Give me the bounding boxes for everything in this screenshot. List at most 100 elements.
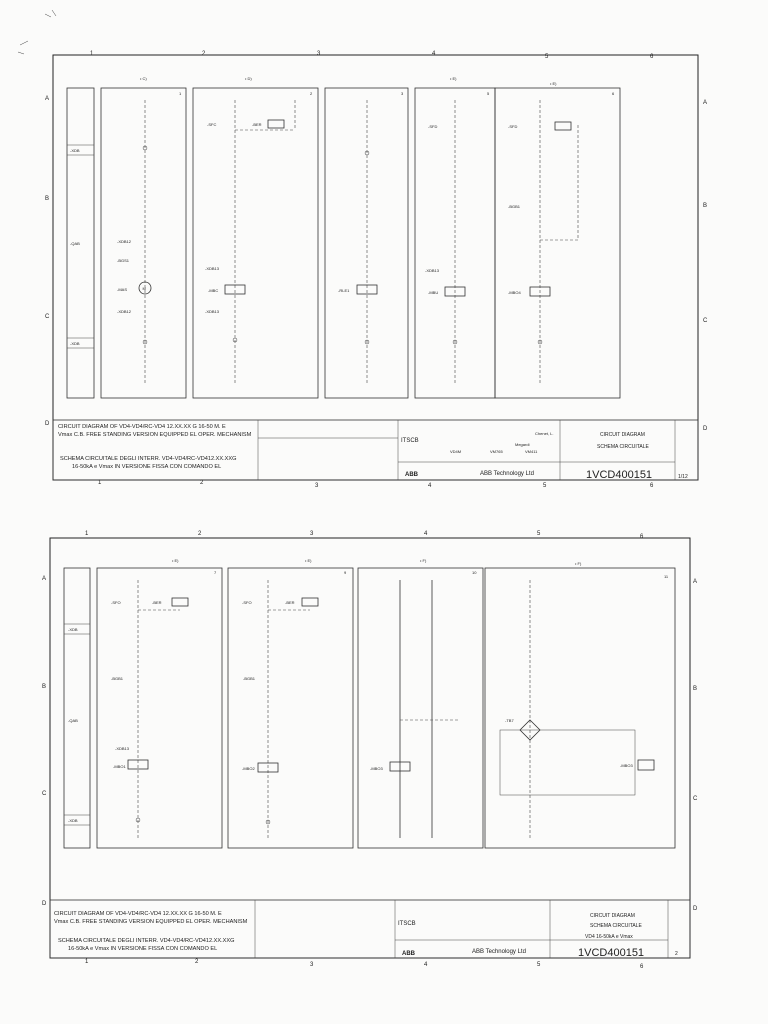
svg-text:-MBO2: -MBO2	[242, 766, 255, 771]
svg-text:3: 3	[310, 531, 314, 537]
svg-text:-MAS: -MAS	[117, 287, 127, 292]
svg-text:2: 2	[195, 959, 199, 965]
svg-text:• E): • E)	[550, 81, 557, 86]
svg-text:5: 5	[487, 91, 490, 96]
svg-text:• F): • F)	[420, 558, 427, 563]
svg-text:A: A	[42, 576, 46, 582]
panel-7: • E) 7 -SFO -BER -BGB1 -XDB13 -MBO1	[96, 558, 223, 849]
svg-text:2: 2	[198, 531, 202, 537]
svg-text:-SFO: -SFO	[111, 600, 121, 605]
sheet-2: 1 2 3 4 5 6 A B C D A B C D -XDB -QAB -X…	[42, 531, 698, 970]
svg-text:VD4M: VD4M	[450, 449, 461, 454]
svg-text:SCHEMA CIRCUITALE: SCHEMA CIRCUITALE	[590, 923, 643, 929]
svg-text:D: D	[42, 901, 47, 907]
svg-text:-XDB13: -XDB13	[425, 268, 440, 273]
svg-text:16-50kA e Vmax IN VERSIONE FIS: 16-50kA e Vmax IN VERSIONE FISSA CON COM…	[72, 464, 221, 470]
svg-text:-XDB13: -XDB13	[115, 746, 130, 751]
svg-text:C: C	[42, 791, 47, 797]
svg-text:-MBO4: -MBO4	[508, 290, 521, 295]
svg-text:11: 11	[664, 574, 669, 579]
svg-text:6: 6	[650, 54, 654, 60]
svg-text:• F): • F)	[575, 561, 582, 566]
svg-text:1VCD400151: 1VCD400151	[586, 469, 652, 481]
sheet-2-side-box	[63, 567, 91, 849]
svg-text:1/12: 1/12	[678, 474, 688, 480]
panel-11: • F) 11 -TB7 -MBO3	[484, 561, 676, 849]
svg-text:4: 4	[432, 51, 436, 57]
svg-text:-BGB1: -BGB1	[508, 204, 521, 209]
svg-text:ITSCB: ITSCB	[401, 438, 419, 444]
svg-text:VM411: VM411	[525, 449, 538, 454]
sheet-1-side-box	[66, 87, 95, 399]
svg-text:• E): • E)	[305, 558, 312, 563]
side-label-qab: -QAB	[70, 241, 80, 246]
svg-text:A: A	[693, 579, 697, 585]
svg-text:-XDB13: -XDB13	[205, 309, 220, 314]
svg-text:2: 2	[202, 51, 206, 57]
svg-text:CIRCUIT DIAGRAM OF VD4-VD4/RC-: CIRCUIT DIAGRAM OF VD4-VD4/RC-VD4 12.XX.…	[54, 911, 222, 917]
svg-text:D: D	[693, 906, 698, 912]
svg-text:A: A	[703, 100, 707, 106]
svg-text:3: 3	[401, 91, 404, 96]
svg-text:-BER: -BER	[252, 122, 262, 127]
svg-text:Vmax C.B. FREE STANDING VERSIO: Vmax C.B. FREE STANDING VERSION EQUIPPED…	[54, 919, 248, 925]
svg-text:VD4 16-50kA e Vmax: VD4 16-50kA e Vmax	[585, 934, 633, 940]
svg-text:-SFC: -SFC	[207, 122, 216, 127]
svg-text:C: C	[693, 796, 698, 802]
svg-text:B: B	[45, 196, 49, 202]
panel-1: • C) 1 M -XDB12 -BGS1 -MAS -XDB12	[100, 76, 187, 399]
panel-6: • E) 6 -SFD -BGB1 -MBO4	[494, 81, 621, 399]
svg-text:1: 1	[85, 531, 89, 537]
svg-text:• E): • E)	[450, 76, 457, 81]
svg-text:M: M	[143, 286, 146, 291]
sheet-1-bottom-column-numbers: 1 2 3 4 5 6	[98, 480, 654, 489]
svg-text:B: B	[693, 686, 697, 692]
sheet-1-title-block: CIRCUIT DIAGRAM OF VD4-VD4/RC-VD4 12.XX.…	[52, 419, 699, 481]
panel-9: • E) 9 -SFO -BER -BGB1 -MBO2	[227, 558, 354, 849]
svg-text:Megardi: Megardi	[515, 442, 530, 447]
panel-10: • F) 10 -MBO3	[357, 558, 484, 849]
svg-text:CIRCUIT DIAGRAM OF VD4-VD4/RC: CIRCUIT DIAGRAM OF VD4-VD4/RC-VD4 12.XX.…	[58, 424, 226, 430]
svg-text:C: C	[703, 318, 708, 324]
svg-text:1: 1	[98, 480, 102, 486]
svg-text:6: 6	[612, 91, 615, 96]
svg-text:9: 9	[344, 570, 347, 575]
svg-text:-RLE1: -RLE1	[338, 288, 350, 293]
svg-text:VM765: VM765	[490, 449, 503, 454]
svg-text:CIRCUIT DIAGRAM: CIRCUIT DIAGRAM	[600, 432, 645, 438]
svg-text:3: 3	[310, 962, 314, 968]
panel-2: • D) 2 -SFC -BER -XDB13 -MBC -XDB13	[192, 76, 319, 399]
sheet-1-column-numbers: 1 2 3 4 5 6	[90, 51, 654, 60]
sheet-2-bottom-column-numbers: 1 2 3 4 5 6	[85, 959, 644, 970]
svg-text:• D): • D)	[245, 76, 252, 81]
svg-text:-MBO3: -MBO3	[620, 763, 633, 768]
svg-text:2: 2	[675, 951, 678, 957]
svg-text:SCHEMA CIRCUITALE DEGLI INTERR: SCHEMA CIRCUITALE DEGLI INTERR. VD4-VD4/…	[58, 938, 234, 944]
svg-text:ABB Technology Ltd: ABB Technology Ltd	[472, 949, 526, 955]
svg-text:5: 5	[543, 483, 547, 489]
svg-text:• C): • C)	[140, 76, 147, 81]
svg-text:5: 5	[545, 54, 549, 60]
svg-text:2: 2	[310, 91, 313, 96]
side-label-xdb-top: -XDB	[70, 148, 80, 153]
svg-text:D: D	[45, 421, 50, 427]
svg-text:1VCD400151: 1VCD400151	[578, 947, 644, 959]
svg-text:-XDB: -XDB	[68, 627, 78, 632]
sheet-1: 1 2 3 4 5 6 A B C D A B C D -XDB -QAB -X…	[45, 51, 708, 489]
svg-text:6: 6	[640, 534, 644, 540]
svg-text:• E): • E)	[172, 558, 179, 563]
svg-text:-MBC: -MBC	[208, 288, 218, 293]
svg-text:Vmax C.B. FREE STANDING VERSIO: Vmax C.B. FREE STANDING VERSION EQUIPPED…	[58, 432, 252, 438]
sheet-2-column-numbers: 1 2 3 4 5 6	[85, 531, 644, 540]
svg-text:16-50kA e Vmax IN VERSIONE FIS: 16-50kA e Vmax IN VERSIONE FISSA CON COM…	[68, 946, 217, 952]
svg-text:-BER: -BER	[285, 600, 295, 605]
svg-text:3: 3	[317, 51, 321, 57]
svg-text:-XDB: -XDB	[68, 818, 78, 823]
sheet-2-title-block: CIRCUIT DIAGRAM OF VD4-VD4/RC-VD4 12.XX.…	[49, 899, 691, 959]
svg-text:ITSCB: ITSCB	[398, 921, 416, 927]
sheet-2-row-letters: A B C D A B C D	[42, 576, 698, 912]
side-label-xdb-bottom: -XDB	[70, 341, 80, 346]
svg-text:D: D	[703, 426, 708, 432]
svg-text:CIRCUIT DIAGRAM: CIRCUIT DIAGRAM	[590, 913, 635, 919]
